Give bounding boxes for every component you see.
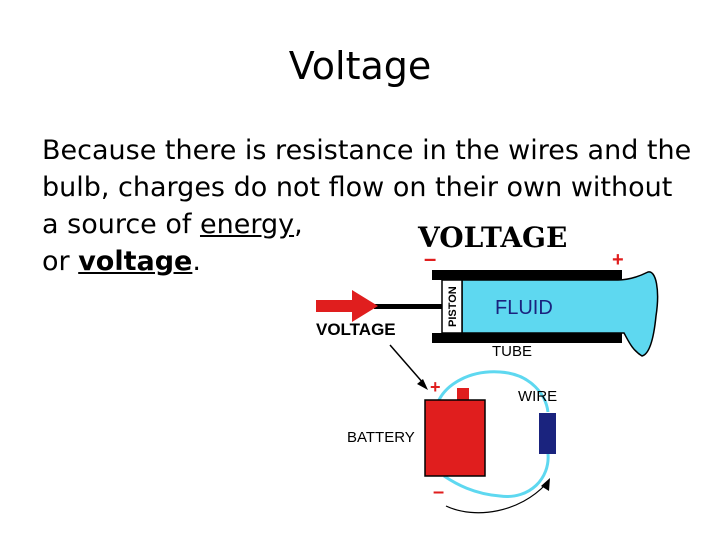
battery-terminal	[457, 388, 469, 400]
tube-minus-sign: –	[424, 246, 436, 271]
paragraph-text-2: ,	[294, 209, 303, 240]
wire-bottom-loop	[443, 453, 550, 498]
battery-body	[424, 399, 486, 477]
tube-label: TUBE	[492, 343, 532, 360]
paragraph-text-1: Because there is resistance in the wires…	[42, 135, 692, 240]
slide-paragraph: Because there is resistance in the wires…	[42, 132, 692, 280]
piston-label: PISTON	[447, 286, 459, 327]
slide-title: Voltage	[288, 44, 432, 88]
diagram-heading: VOLTAGE	[417, 221, 567, 254]
energy-link[interactable]: energy	[199, 209, 295, 240]
flow-arrow-curve	[445, 483, 547, 514]
piston-rod	[374, 304, 442, 309]
wire-top-loop	[436, 370, 550, 413]
battery-minus-sign: –	[433, 481, 444, 503]
fluid-shape	[461, 271, 659, 357]
voltage-link[interactable]: voltage	[78, 246, 193, 277]
voltage-arrow-label: VOLTAGE	[316, 320, 396, 339]
paragraph-text-3: or	[42, 246, 79, 277]
voltage-arrow-shaft	[316, 300, 360, 312]
wire-label: WIRE	[518, 388, 557, 405]
flow-arrowhead	[541, 478, 550, 491]
pointer-line	[389, 344, 425, 385]
battery-label: BATTERY	[347, 429, 415, 446]
voltage-arrow-head	[352, 290, 378, 322]
pointer-arrowhead	[417, 379, 428, 390]
fluid-label: FLUID	[495, 297, 553, 319]
tube-top-wall	[432, 270, 622, 280]
battery-plus-sign: +	[430, 377, 441, 397]
resistor-block	[539, 413, 556, 454]
tube-bottom-wall	[432, 333, 622, 343]
paragraph-text-4: .	[192, 246, 201, 277]
tube-plus-sign: +	[612, 249, 624, 271]
